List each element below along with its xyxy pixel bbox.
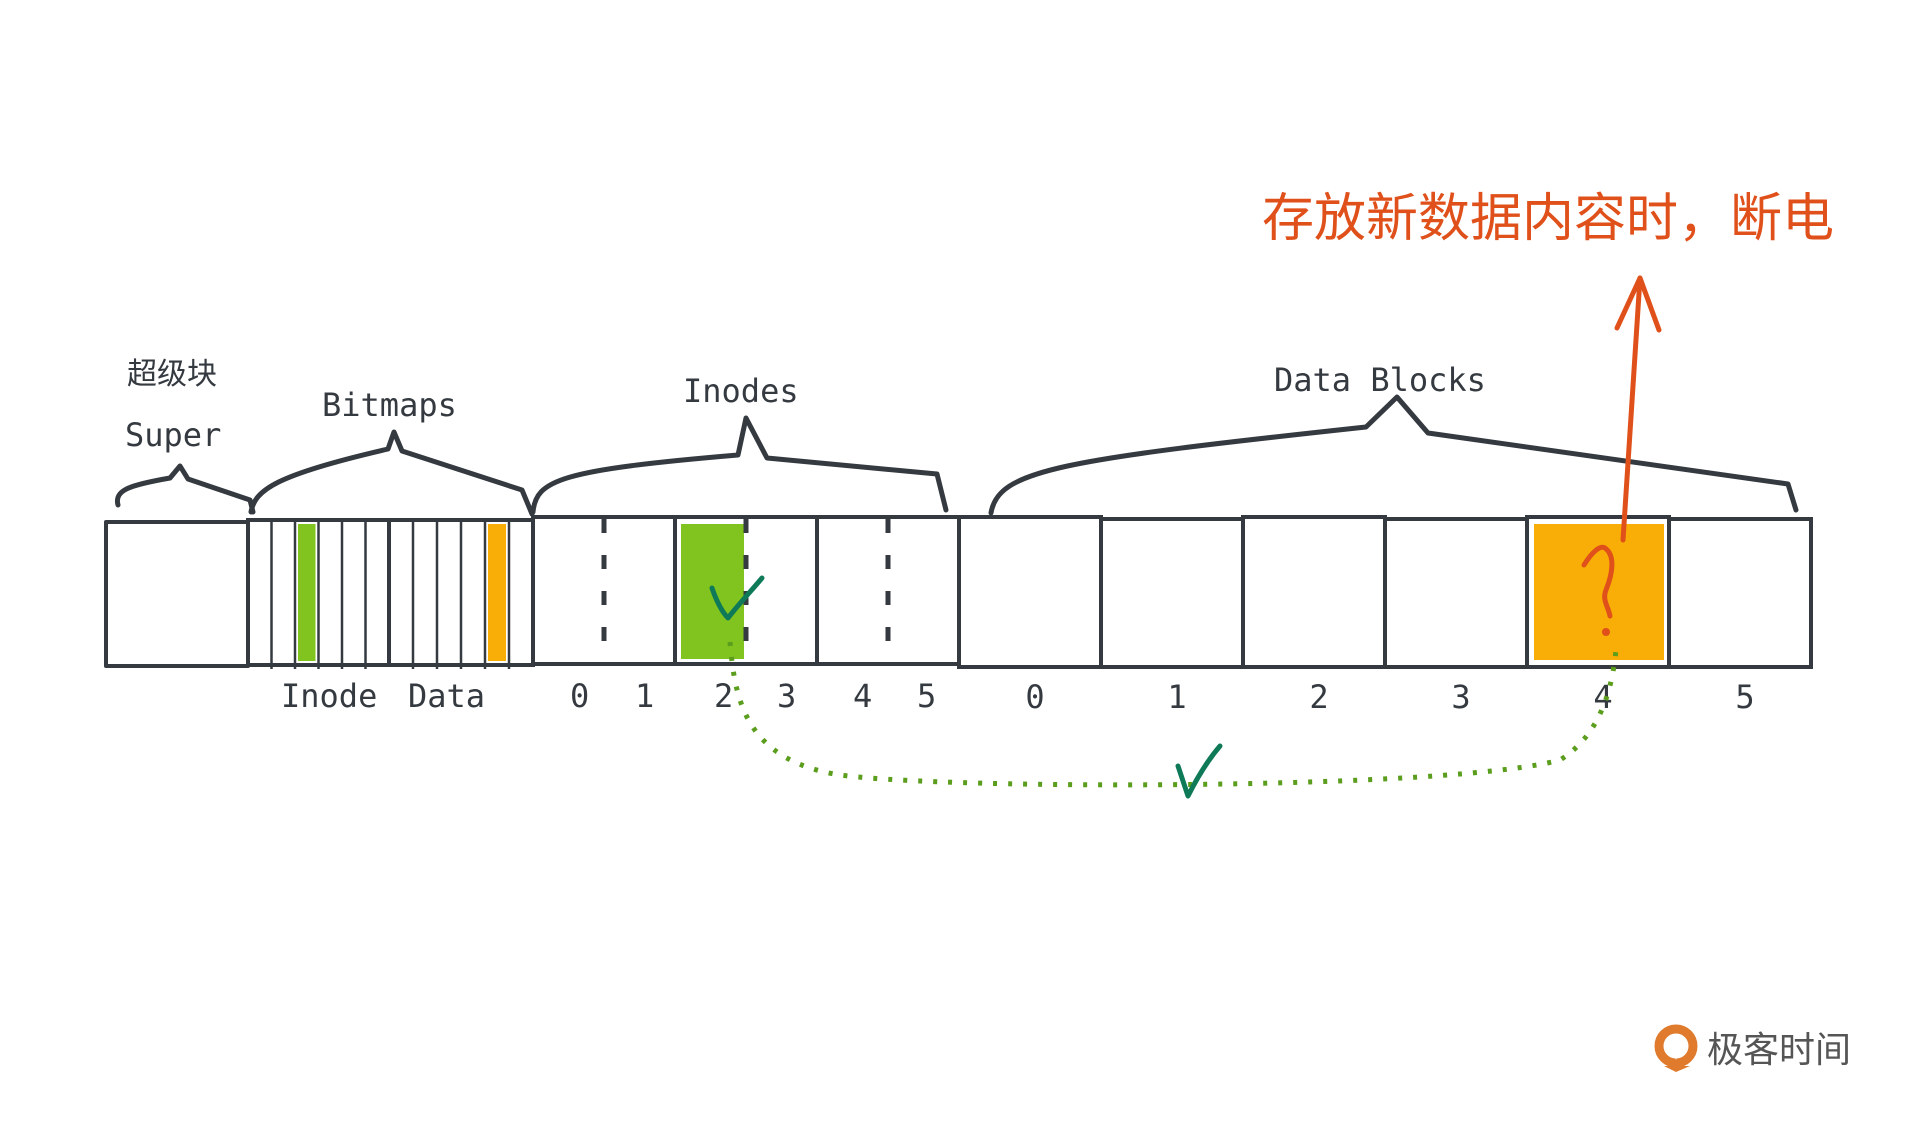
data-block-index-label: 0 bbox=[1025, 678, 1044, 716]
data-block bbox=[1241, 515, 1387, 669]
data-block bbox=[1099, 517, 1245, 669]
data-block-index-labels: 0 1 2 3 4 5 bbox=[1025, 678, 1754, 716]
data-block bbox=[1383, 517, 1529, 669]
bitmaps-brace bbox=[248, 429, 535, 517]
bitmaps-region bbox=[246, 518, 535, 669]
inode-bitmap-set-bit bbox=[298, 524, 316, 661]
data-block bbox=[1667, 517, 1813, 669]
geektime-logo-icon bbox=[1654, 1024, 1698, 1072]
data-block-index-label: 5 bbox=[1735, 678, 1754, 716]
data-block-index-label: 3 bbox=[1451, 678, 1470, 716]
data-blocks-brace bbox=[988, 394, 1799, 516]
inodes-region bbox=[531, 515, 961, 666]
inode-block bbox=[531, 515, 677, 666]
data-block-index-label: 1 bbox=[1167, 678, 1186, 716]
inode-index-label: 2 bbox=[714, 677, 733, 715]
logo-text: 极客时间 bbox=[1707, 1030, 1851, 1071]
inode-to-data-pointer bbox=[727, 641, 1619, 788]
inode-index-label: 5 bbox=[917, 677, 936, 715]
inode-index-label: 3 bbox=[777, 677, 796, 715]
geektime-logo: 极客时间 bbox=[1654, 1024, 1851, 1072]
inode-index-label: 0 bbox=[570, 677, 589, 715]
inodes-brace bbox=[530, 415, 949, 515]
bitmaps-label: Bitmaps bbox=[322, 386, 457, 424]
power-loss-annotation: 存放新数据内容时，断电 bbox=[1262, 189, 1834, 249]
inode-block bbox=[815, 515, 961, 666]
super-brace bbox=[114, 463, 256, 515]
check-icon bbox=[1175, 743, 1223, 799]
data-block-index-label: 2 bbox=[1309, 678, 1328, 716]
super-block bbox=[104, 520, 250, 668]
inode-index-labels: 0 1 2 3 4 5 bbox=[570, 677, 936, 715]
data-block-partial-fill bbox=[1534, 524, 1664, 660]
super-cn-label: 超级块 bbox=[127, 357, 217, 392]
check-icon bbox=[709, 575, 765, 621]
inodes-label: Inodes bbox=[683, 372, 799, 410]
data-bitmap-set-bit bbox=[488, 524, 506, 661]
data-blocks-region bbox=[957, 515, 1813, 669]
question-mark-icon bbox=[1581, 544, 1615, 636]
inode-index-label: 4 bbox=[853, 677, 872, 715]
inode-bitmap-label: Inode bbox=[281, 677, 377, 715]
data-block bbox=[957, 515, 1103, 669]
inode-index-label: 1 bbox=[635, 677, 654, 715]
power-loss-arrow bbox=[1614, 275, 1662, 543]
data-bitmap-label: Data bbox=[408, 677, 485, 715]
data-blocks-label: Data Blocks bbox=[1274, 361, 1486, 399]
data-block-index-label: 4 bbox=[1593, 678, 1612, 716]
super-label: Super bbox=[125, 416, 221, 454]
